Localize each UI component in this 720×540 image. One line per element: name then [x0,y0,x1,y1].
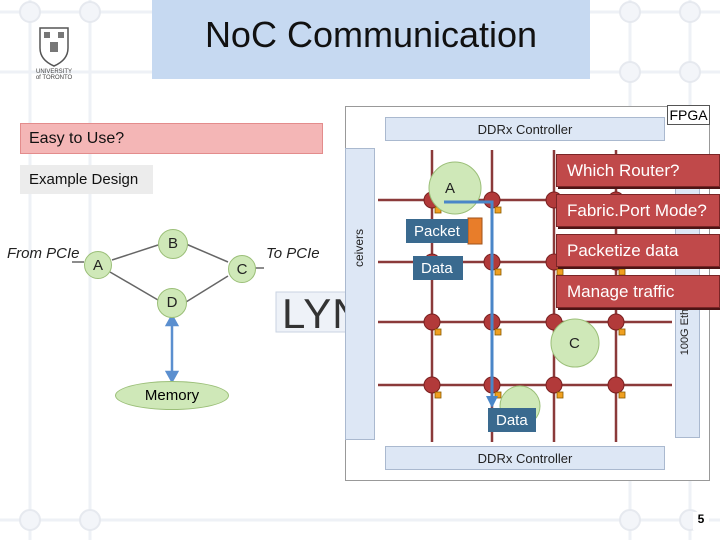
callout-packetize-data: Packetize data [556,234,720,267]
fpga-node-c-circle [550,318,600,368]
data-tag: Data [413,256,463,280]
callout-fabric-port-mode: Fabric.Port Mode? [556,194,720,227]
fpga-label: FPGA [667,105,710,125]
ethernet-bar [675,185,700,438]
easy-to-use-heading: Easy to Use? [20,123,323,154]
fpga-node-a-label: A [445,180,456,197]
edge-a-d [109,271,159,301]
packet-path [444,200,494,400]
from-pcie-label: From PCIe [7,245,80,262]
transceivers-bar [345,148,375,440]
node-c: C [228,255,256,283]
node-d: D [157,288,187,318]
svg-text:of TORONTO: of TORONTO [36,75,73,80]
svg-text:UNIVERSITY: UNIVERSITY [36,69,72,75]
page-number: 5 [693,512,709,530]
fpga-node-c-label: C [569,335,580,352]
data-out-tag: Data [488,408,536,432]
edge-a-b [111,244,159,261]
edge-b-c [185,243,229,263]
to-pcie-label: To PCIe [266,245,320,262]
university-logo: UNIVERSITY of TORONTO [36,27,73,80]
edge-d-c [185,275,229,303]
node-a: A [84,251,112,279]
memory-node: Memory [115,381,229,410]
packet-tag: Packet [406,219,468,243]
title-banner [152,0,590,79]
node-b: B [158,229,188,259]
ddr-controller-bottom: DDRx Controller [385,446,665,470]
slide-title: NoC Communication [204,14,538,55]
example-design-label: Example Design [20,165,153,194]
callout-which-router: Which Router? [556,154,720,187]
ddr-controller-top: DDRx Controller [385,117,665,141]
callout-manage-traffic: Manage traffic [556,275,720,308]
